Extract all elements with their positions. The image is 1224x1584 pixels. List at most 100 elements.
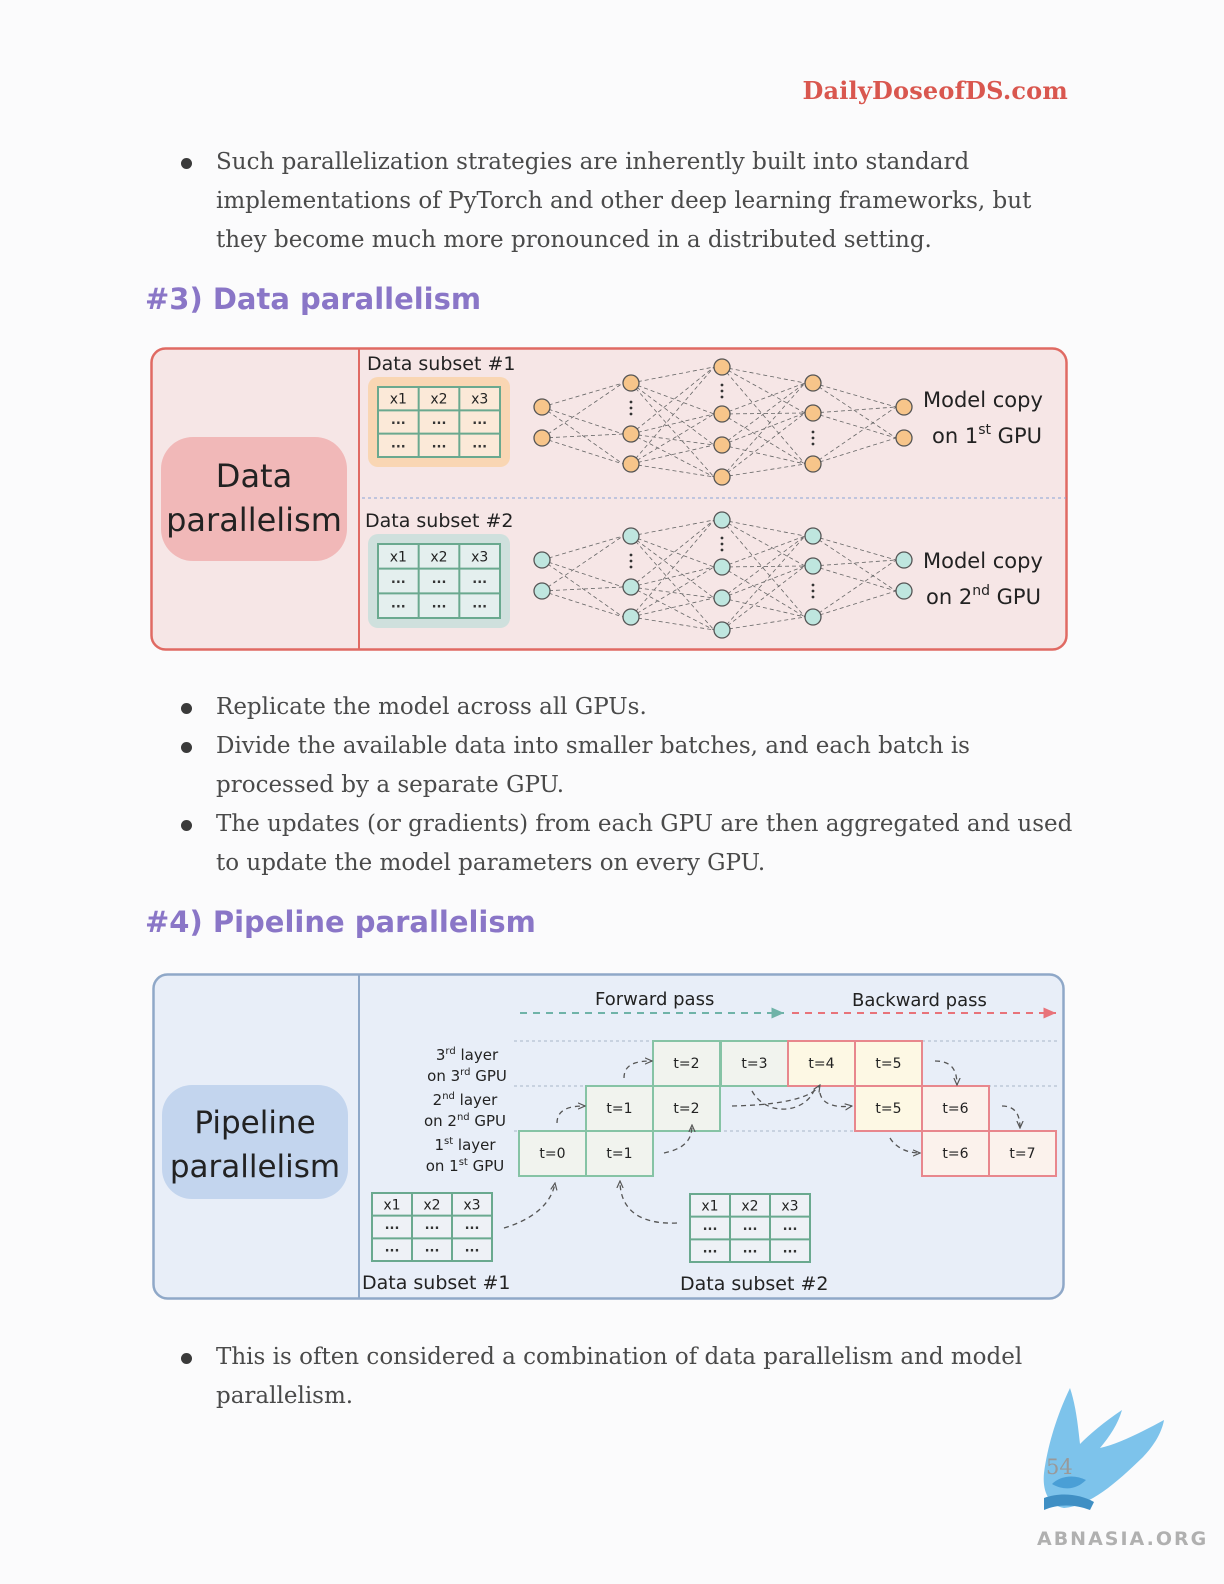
ellipsis-dot xyxy=(720,395,724,399)
network-edge xyxy=(630,366,715,465)
network-edge xyxy=(630,566,715,588)
pipeline-bullet-list: This is often considered a combination o… xyxy=(178,1338,1078,1416)
network-edge xyxy=(630,535,715,568)
ellipsis-dot xyxy=(720,548,724,552)
schedule-cell-label: t=2 xyxy=(673,1056,699,1072)
site-brand[interactable]: DailyDoseofDS.com xyxy=(802,76,1068,105)
network-edge xyxy=(630,413,715,465)
model-copy-gpu-label: on 1st GPU xyxy=(932,422,1042,448)
svg-text:on 3rd GPU: on 3rd GPU xyxy=(427,1067,507,1085)
network-edge xyxy=(812,565,897,592)
schedule-cell-label: t=6 xyxy=(942,1101,968,1117)
network-edge xyxy=(541,559,624,618)
table-cell: ... xyxy=(783,1242,798,1257)
section-heading-pipeline-parallelism: #4) Pipeline parallelism xyxy=(145,905,536,939)
network-node xyxy=(622,455,640,473)
network-node xyxy=(713,589,731,607)
network-edge xyxy=(541,437,624,465)
table-header-cell: x1 xyxy=(390,392,407,408)
table-cell: ... xyxy=(432,413,447,428)
table-cell: ... xyxy=(472,597,487,612)
table-cell: ... xyxy=(783,1219,798,1234)
ellipsis-dot xyxy=(629,553,633,557)
table-frame xyxy=(377,543,501,619)
table-header-cell: x3 xyxy=(471,392,488,408)
network-edge xyxy=(541,535,624,592)
network-edge xyxy=(541,406,624,435)
table-cell: ... xyxy=(465,1241,480,1256)
svg-text:2nd layer: 2nd layer xyxy=(433,1091,498,1109)
network-node xyxy=(804,374,822,392)
table-cell: ... xyxy=(472,572,487,587)
ellipsis-dot xyxy=(811,589,815,593)
layer-label-3: 3rd layer on 3rd GPU xyxy=(427,1046,507,1085)
table-header-cell: x1 xyxy=(383,1197,400,1213)
table-cell: ... xyxy=(391,413,406,428)
network-node xyxy=(622,425,640,443)
table-cell: ... xyxy=(743,1242,758,1257)
neural-network-gpu2 xyxy=(533,511,913,639)
ellipsis-dot xyxy=(811,583,815,587)
table-cell: ... xyxy=(432,572,447,587)
network-node xyxy=(804,608,822,626)
network-node xyxy=(804,404,822,422)
ellipsis-dot xyxy=(629,559,633,563)
table-cell: ... xyxy=(703,1219,718,1234)
network-node xyxy=(713,621,731,639)
network-edge xyxy=(721,412,806,478)
network-node xyxy=(533,429,551,447)
network-edge xyxy=(630,519,715,537)
network-node xyxy=(804,527,822,545)
schedule-cell-label: t=1 xyxy=(606,1101,632,1117)
network-edge xyxy=(721,616,806,631)
network-edge xyxy=(721,366,806,384)
schedule-cell-label: t=6 xyxy=(942,1146,968,1162)
network-node xyxy=(622,578,640,596)
table-header-cell: x3 xyxy=(463,1197,480,1213)
table-cell: ... xyxy=(425,1218,440,1233)
network-node xyxy=(895,429,913,447)
table-header-cell: x2 xyxy=(741,1198,758,1214)
schedule-cell xyxy=(854,1040,923,1087)
table-cell: ... xyxy=(391,597,406,612)
network-edge xyxy=(541,559,624,588)
table-header-cell: x2 xyxy=(430,549,447,565)
ellipsis-dot xyxy=(811,442,815,446)
table-cell: ... xyxy=(472,436,487,451)
ellipsis-dot xyxy=(629,406,633,410)
table-cell: ... xyxy=(703,1242,718,1257)
list-item: The updates (or gradients) from each GPU… xyxy=(178,805,1078,883)
network-edge xyxy=(721,382,806,446)
network-node xyxy=(895,398,913,416)
network-edge xyxy=(812,437,897,465)
svg-text:1st layer: 1st layer xyxy=(434,1136,496,1154)
network-edge xyxy=(630,433,715,478)
table-cell: ... xyxy=(391,572,406,587)
list-item: Such parallelization strategies are inhe… xyxy=(178,143,1078,260)
table-header-cell: x3 xyxy=(781,1198,798,1214)
subset-label: Data subset #1 xyxy=(367,353,516,375)
network-node xyxy=(713,436,731,454)
ellipsis-dot xyxy=(811,595,815,599)
layer-label-2: 2nd layer on 2nd GPU xyxy=(424,1091,506,1130)
network-edge xyxy=(721,412,806,446)
network-edge xyxy=(630,444,715,465)
network-node xyxy=(622,374,640,392)
network-edge xyxy=(812,382,897,439)
network-edge xyxy=(630,519,715,618)
table-header-cell: x2 xyxy=(430,392,447,408)
network-edge xyxy=(630,366,715,435)
network-edge xyxy=(812,412,897,439)
network-node xyxy=(533,582,551,600)
side-label: parallelism xyxy=(166,501,342,539)
neural-network-gpu1 xyxy=(533,358,913,486)
ellipsis-dot xyxy=(811,430,815,434)
side-pill xyxy=(162,1085,348,1199)
schedule-cell xyxy=(921,1130,990,1177)
schedule-cell xyxy=(787,1040,856,1087)
ellipsis-dot xyxy=(720,536,724,540)
section-heading-data-parallelism: #3) Data parallelism xyxy=(145,282,482,316)
table-cell: ... xyxy=(472,413,487,428)
subset-label: Data subset #1 xyxy=(362,1272,511,1294)
